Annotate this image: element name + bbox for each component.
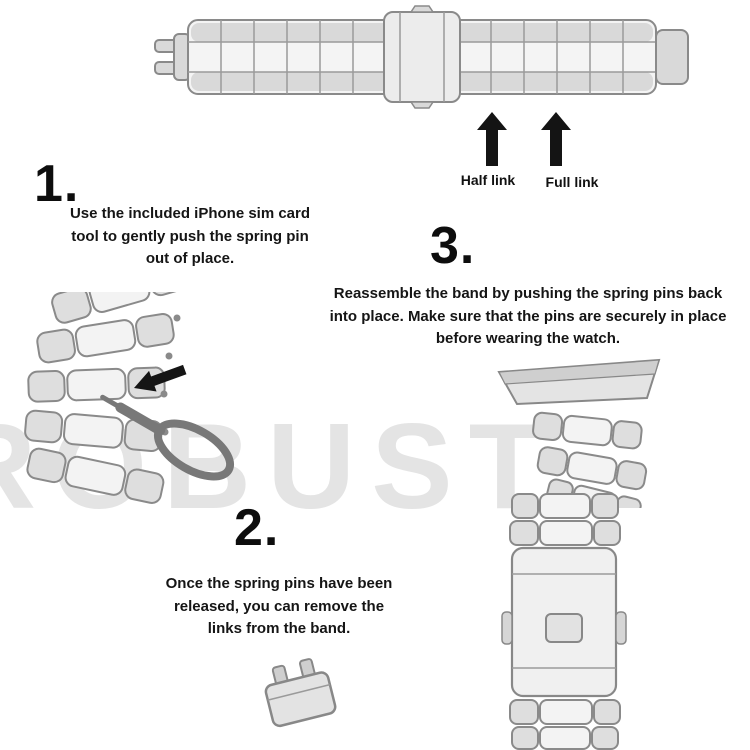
step-1-text: Use the included iPhone sim card tool to… bbox=[69, 205, 311, 267]
step-3-number: 3. bbox=[430, 217, 476, 275]
step-2-text: Once the spring pins have been released,… bbox=[165, 575, 393, 637]
full-link-up-arrow-icon bbox=[541, 112, 571, 166]
full-link-label: Full link bbox=[545, 174, 599, 190]
sim-eject-tool-icon bbox=[100, 394, 235, 481]
clasp-cover bbox=[383, 5, 461, 109]
step-1-number: 1. bbox=[34, 155, 80, 213]
half-link-up-arrow-icon bbox=[477, 112, 507, 166]
step-3-text: Reassemble the band by pushing the sprin… bbox=[329, 285, 727, 347]
band-overview-illustration bbox=[154, 5, 689, 109]
step-2-number: 2. bbox=[234, 499, 280, 557]
adapter-link-illustration bbox=[497, 358, 661, 508]
removed-link-illustration bbox=[264, 658, 337, 728]
half-link-label: Half link bbox=[460, 172, 516, 188]
pointer-arrow-icon bbox=[134, 364, 187, 392]
band-closeup-illustration bbox=[24, 292, 235, 504]
clasp-illustration bbox=[501, 493, 627, 750]
